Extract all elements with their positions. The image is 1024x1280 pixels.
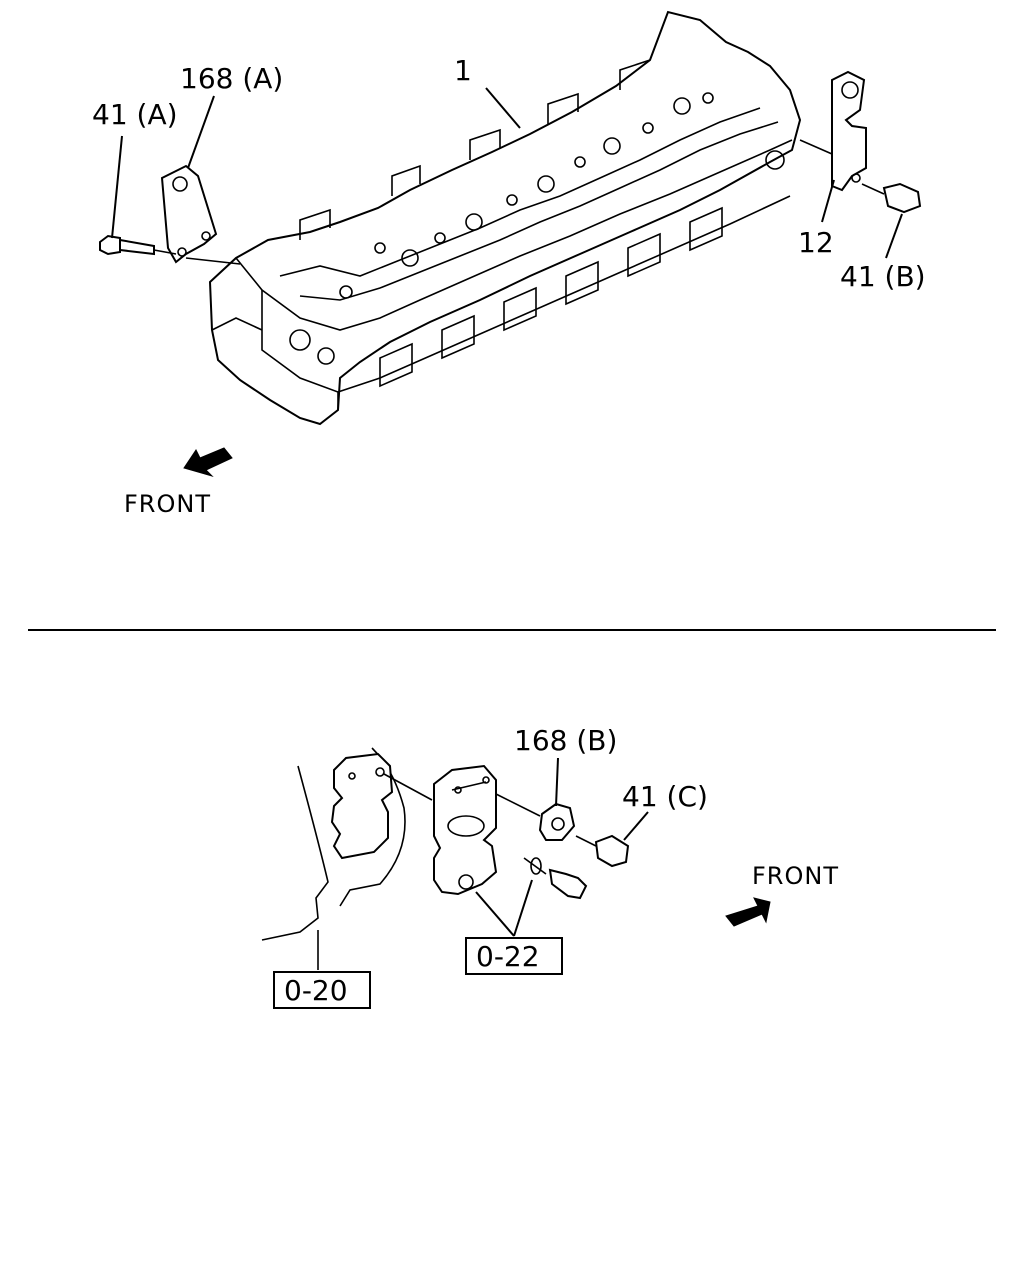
leader-168a [187, 95, 215, 169]
label-part-1: 1 [454, 54, 472, 87]
front-arrow-top-icon [183, 447, 233, 478]
leader-168b [555, 757, 559, 807]
label-41c: 41 (C) [622, 780, 708, 813]
front-label-bottom: FRONT [752, 862, 839, 890]
label-168a: 168 (A) [180, 62, 283, 95]
leader-41b [885, 213, 903, 259]
leader-12 [821, 179, 835, 223]
engine-block-outline [261, 747, 406, 970]
label-41b: 41 (B) [840, 260, 926, 293]
bolt-41b [861, 182, 922, 214]
front-label-top: FRONT [124, 490, 211, 518]
leader-022-a [475, 891, 515, 937]
ref-label-0-22: 0-22 [476, 940, 540, 973]
leader-41c [623, 811, 649, 841]
ref-label-0-20: 0-20 [284, 974, 348, 1007]
leader-022-b [513, 879, 533, 937]
leader-block-mount [383, 773, 433, 801]
bracket-12-leader [799, 139, 833, 155]
cylinder-head [208, 10, 802, 426]
bolt-41a [99, 234, 177, 256]
ref-box-0-22 [465, 937, 563, 975]
mount-bolt [523, 857, 588, 900]
bracket-168a [160, 164, 218, 264]
leader-part-1 [485, 87, 521, 129]
front-arrow-bottom-icon [725, 897, 771, 927]
leader-41a [111, 135, 123, 239]
label-168b: 168 (B) [514, 724, 617, 757]
washer [530, 857, 542, 875]
bracket-168b [538, 802, 576, 841]
ref-box-0-20 [273, 971, 371, 1009]
label-41a: 41 (A) [92, 98, 178, 131]
label-12: 12 [798, 226, 834, 259]
engine-mount-bracket [433, 764, 498, 896]
bracket-168a-leader [185, 257, 241, 265]
bracket-12 [831, 70, 867, 192]
bolt-41c [575, 834, 630, 868]
leader-168b-dash [495, 793, 541, 817]
